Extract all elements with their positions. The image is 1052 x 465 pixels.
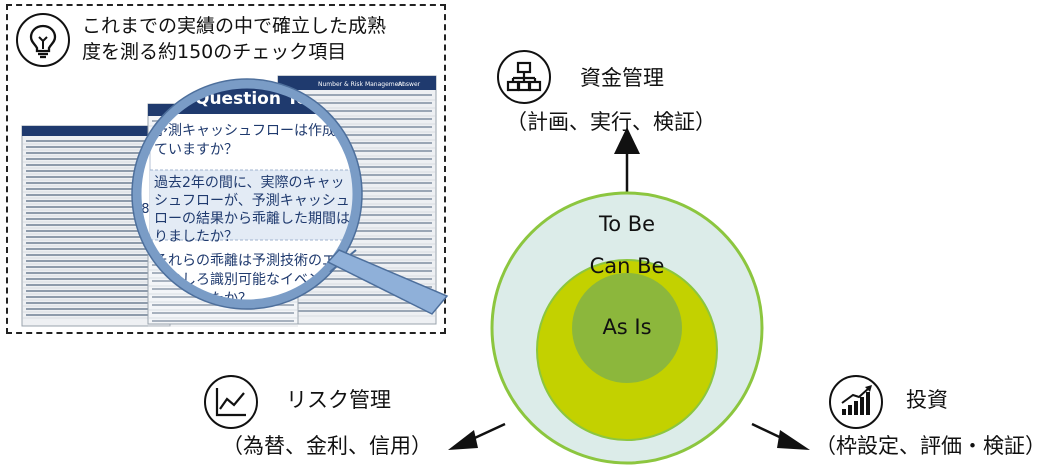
growth-bar-chart-icon-circle [829,375,883,429]
doc-row-line [282,286,432,288]
doc-row-line [26,230,166,232]
doc-row-line [26,254,166,256]
arrow-head-right [777,430,810,450]
doc-row-line [26,194,166,196]
checklist-panel [6,4,446,334]
doc-row-line [26,218,166,220]
left-axis-subtitle: （為替、金利、信用） [222,434,432,458]
lightbulb-icon [29,24,57,59]
doc-row-line [26,206,166,208]
maturity-circles-diagram: To Be Can Be As Is [448,127,810,465]
question-1-line-2: ていますか？ [154,142,238,158]
arrow-head-left [448,430,478,450]
question-number-fragment: 08 [133,202,150,217]
doc-row-line [152,320,294,322]
org-chart-icon-circle [497,50,551,104]
lightbulb-icon-circle [16,13,70,67]
can-be-label: Can Be [590,254,665,278]
arrow-head-top [614,127,640,154]
as-is-circle [572,273,682,383]
doc-row-line [26,152,166,154]
doc-row-line [282,110,432,112]
doc-row-line [282,134,432,136]
doc-row-line [26,170,166,172]
doc-row-line [26,146,166,148]
doc-row-line [26,278,166,280]
doc-row-line [26,176,166,178]
caption-line-2: 度を測る約150のチェック項目 [82,41,347,63]
doc-row-line [26,158,166,160]
doc-row-line [26,236,166,238]
question-3-line-1: それらの乖離は予測技術のエラ [154,252,350,269]
right-axis-subtitle: （枠設定、評価・検証） [815,434,1046,458]
caption-line-1: これまでの実績の中で確立した成熟 [82,15,387,37]
doc-row-line [26,296,166,298]
growth-bar-chart-icon [841,385,872,415]
as-is-label: As Is [602,315,651,339]
doc-row-line [26,182,166,184]
documents-illustration: Number & Risk Management Answer Question… [21,75,449,327]
to-be-label: To Be [598,212,655,236]
doc-row-line [282,102,432,104]
doc-row-line [26,284,166,286]
doc-row-line [26,140,166,142]
doc-row-line [282,230,432,232]
doc-row-line [282,94,432,96]
doc-row-line [26,272,166,274]
doc-row-line [26,290,166,292]
left-axis-title: リスク管理 [286,388,391,412]
question-2-line-1: 過去2年の間に、実際のキャッ [154,175,345,191]
question-2-line-4: りましたか？ [154,229,238,245]
doc-row-line [282,278,432,280]
doc-row-line [152,312,294,314]
doc-row-line [26,314,166,316]
question-1-line-1: 予測キャッシュフローは作成さ [154,123,350,139]
doc-row-line [26,248,166,250]
doc-row-line [282,142,432,144]
question-2-line-2: シュフローが、予測キャッシュ・フ [154,193,378,209]
doc-row-line [282,310,432,312]
doc-row-line [26,188,166,190]
doc-row-line [26,200,166,202]
doc-row-line [26,260,166,262]
right-axis-title: 投資 [906,388,948,412]
org-chart-icon [506,61,542,92]
line-chart-icon-circle [204,375,258,429]
doc-row-line [26,224,166,226]
doc-row-line [282,254,432,256]
doc-row-line [26,308,166,310]
doc-row-line [282,118,432,120]
back-doc-col-answer: Answer [398,81,421,88]
doc-row-line [282,294,432,296]
doc-row-line [26,266,166,268]
top-axis-title: 資金管理 [580,66,664,90]
doc-row-line [282,246,432,248]
doc-row-line [26,242,166,244]
top-axis-subtitle: （計画、実行、検証） [506,110,716,134]
doc-row-line [282,302,432,304]
doc-row-line [26,302,166,304]
doc-row-line [26,212,166,214]
question-2-line-3: ローの結果から乖離した期間はあ [154,210,364,227]
doc-row-line [282,150,432,152]
back-doc-title: Number & Risk Management [318,81,405,88]
doc-row-line [282,238,432,240]
line-chart-icon [215,388,246,417]
doc-row-line [26,164,166,166]
magnifier-icon [131,78,449,315]
doc-row-line [282,126,432,128]
question-3-line-2: りむしろ識別可能なイベン [154,272,322,288]
